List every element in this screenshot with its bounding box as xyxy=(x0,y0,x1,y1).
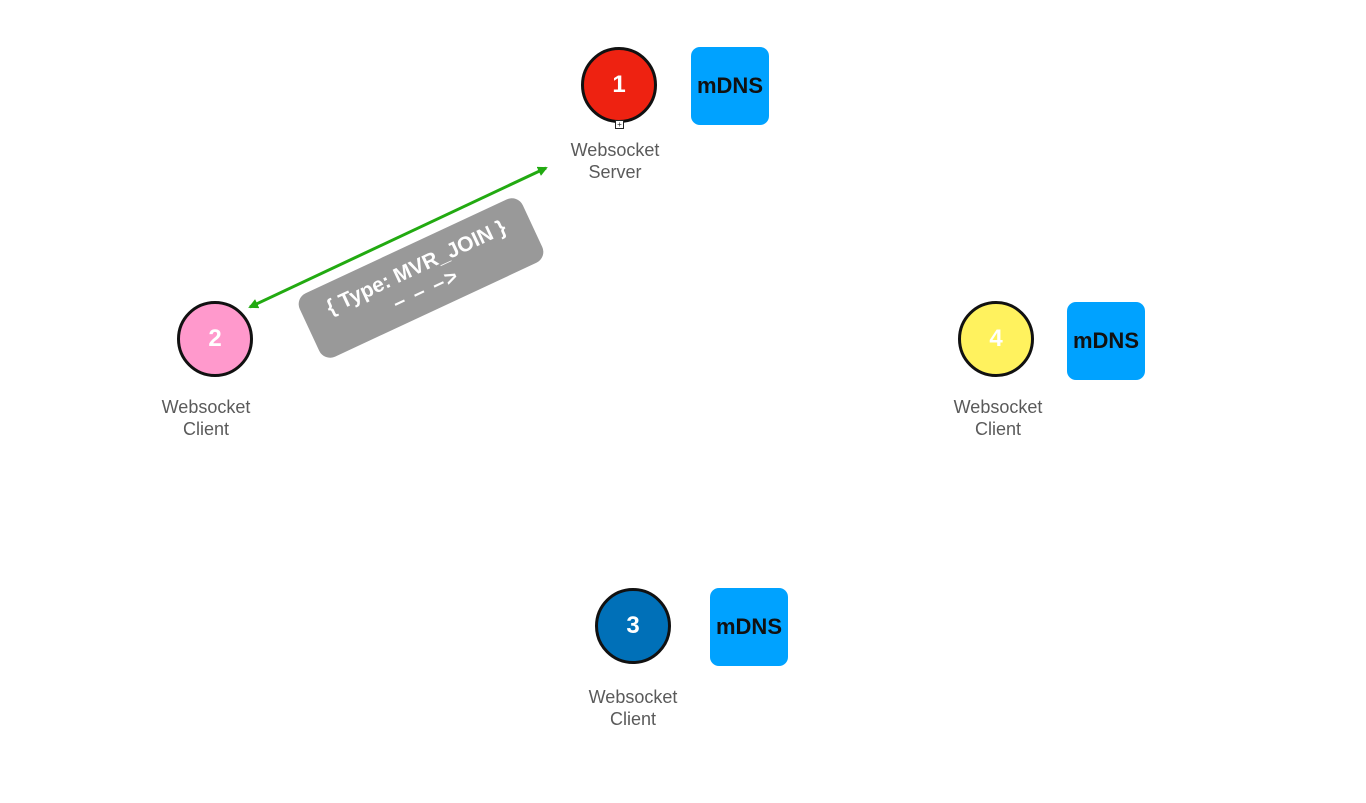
node-4-label: Websocket Client xyxy=(953,397,1043,439)
node-3-number: 3 xyxy=(626,612,640,639)
node-2-client[interactable]: 2 xyxy=(177,301,253,377)
mdns-badge-node-4[interactable]: mDNS xyxy=(1067,302,1145,380)
node-3-client[interactable]: 3 xyxy=(595,588,671,664)
mdns-badge-node-1[interactable]: mDNS xyxy=(691,47,769,125)
node-2-label: Websocket Client xyxy=(161,397,251,439)
node-3-label: Websocket Client xyxy=(588,687,678,729)
node-1-label: Websocket Server xyxy=(570,140,660,182)
expand-handle-icon[interactable]: + xyxy=(615,120,624,129)
node-1-number: 1 xyxy=(612,71,626,98)
node-4-number: 4 xyxy=(989,325,1003,352)
node-1-server[interactable]: 1 xyxy=(581,47,657,123)
mdns-badge-node-3[interactable]: mDNS xyxy=(710,588,788,666)
bidirectional-arrow-line xyxy=(248,166,548,309)
node-4-client[interactable]: 4 xyxy=(958,301,1034,377)
node-2-number: 2 xyxy=(208,325,222,352)
